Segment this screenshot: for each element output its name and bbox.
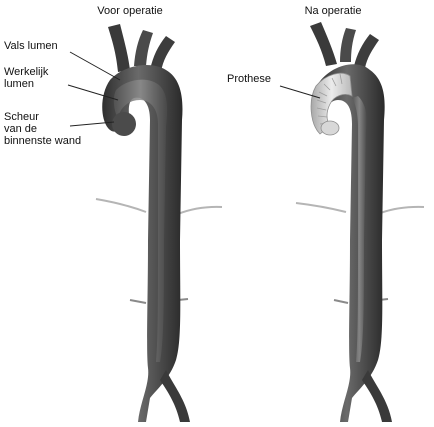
aorta-before [68,24,222,422]
neck-vessel-1 [108,24,130,72]
label-false-lumen: Vals lumen [4,40,58,52]
aorta-after [280,22,424,422]
tear-bulge [112,112,136,136]
neck-vessel-1-after [310,22,337,66]
leader-false-lumen [70,52,120,80]
heading-before-surgery: Voor operatie [70,5,190,17]
side-branch-left [96,199,146,212]
label-inner-wall-tear: Scheur van de binnenste wand [4,111,81,147]
side-branch-left-after [296,203,346,212]
heading-after-surgery: Na operatie [273,5,393,17]
graft-end [321,121,339,135]
iliac-right [160,370,190,422]
side-branch-right-after [378,207,424,214]
label-true-lumen: Werkelijk lumen [4,66,48,90]
side-branch-lower-left [130,300,146,303]
iliac-right-after [362,370,392,422]
side-branch-right [178,207,222,214]
side-branch-lower-left-after [334,300,348,303]
neck-vessel-2-after [340,28,356,62]
neck-vessel-2 [134,30,153,66]
label-graft: Prothese [227,73,271,85]
neck-vessel-3-after [354,34,379,68]
